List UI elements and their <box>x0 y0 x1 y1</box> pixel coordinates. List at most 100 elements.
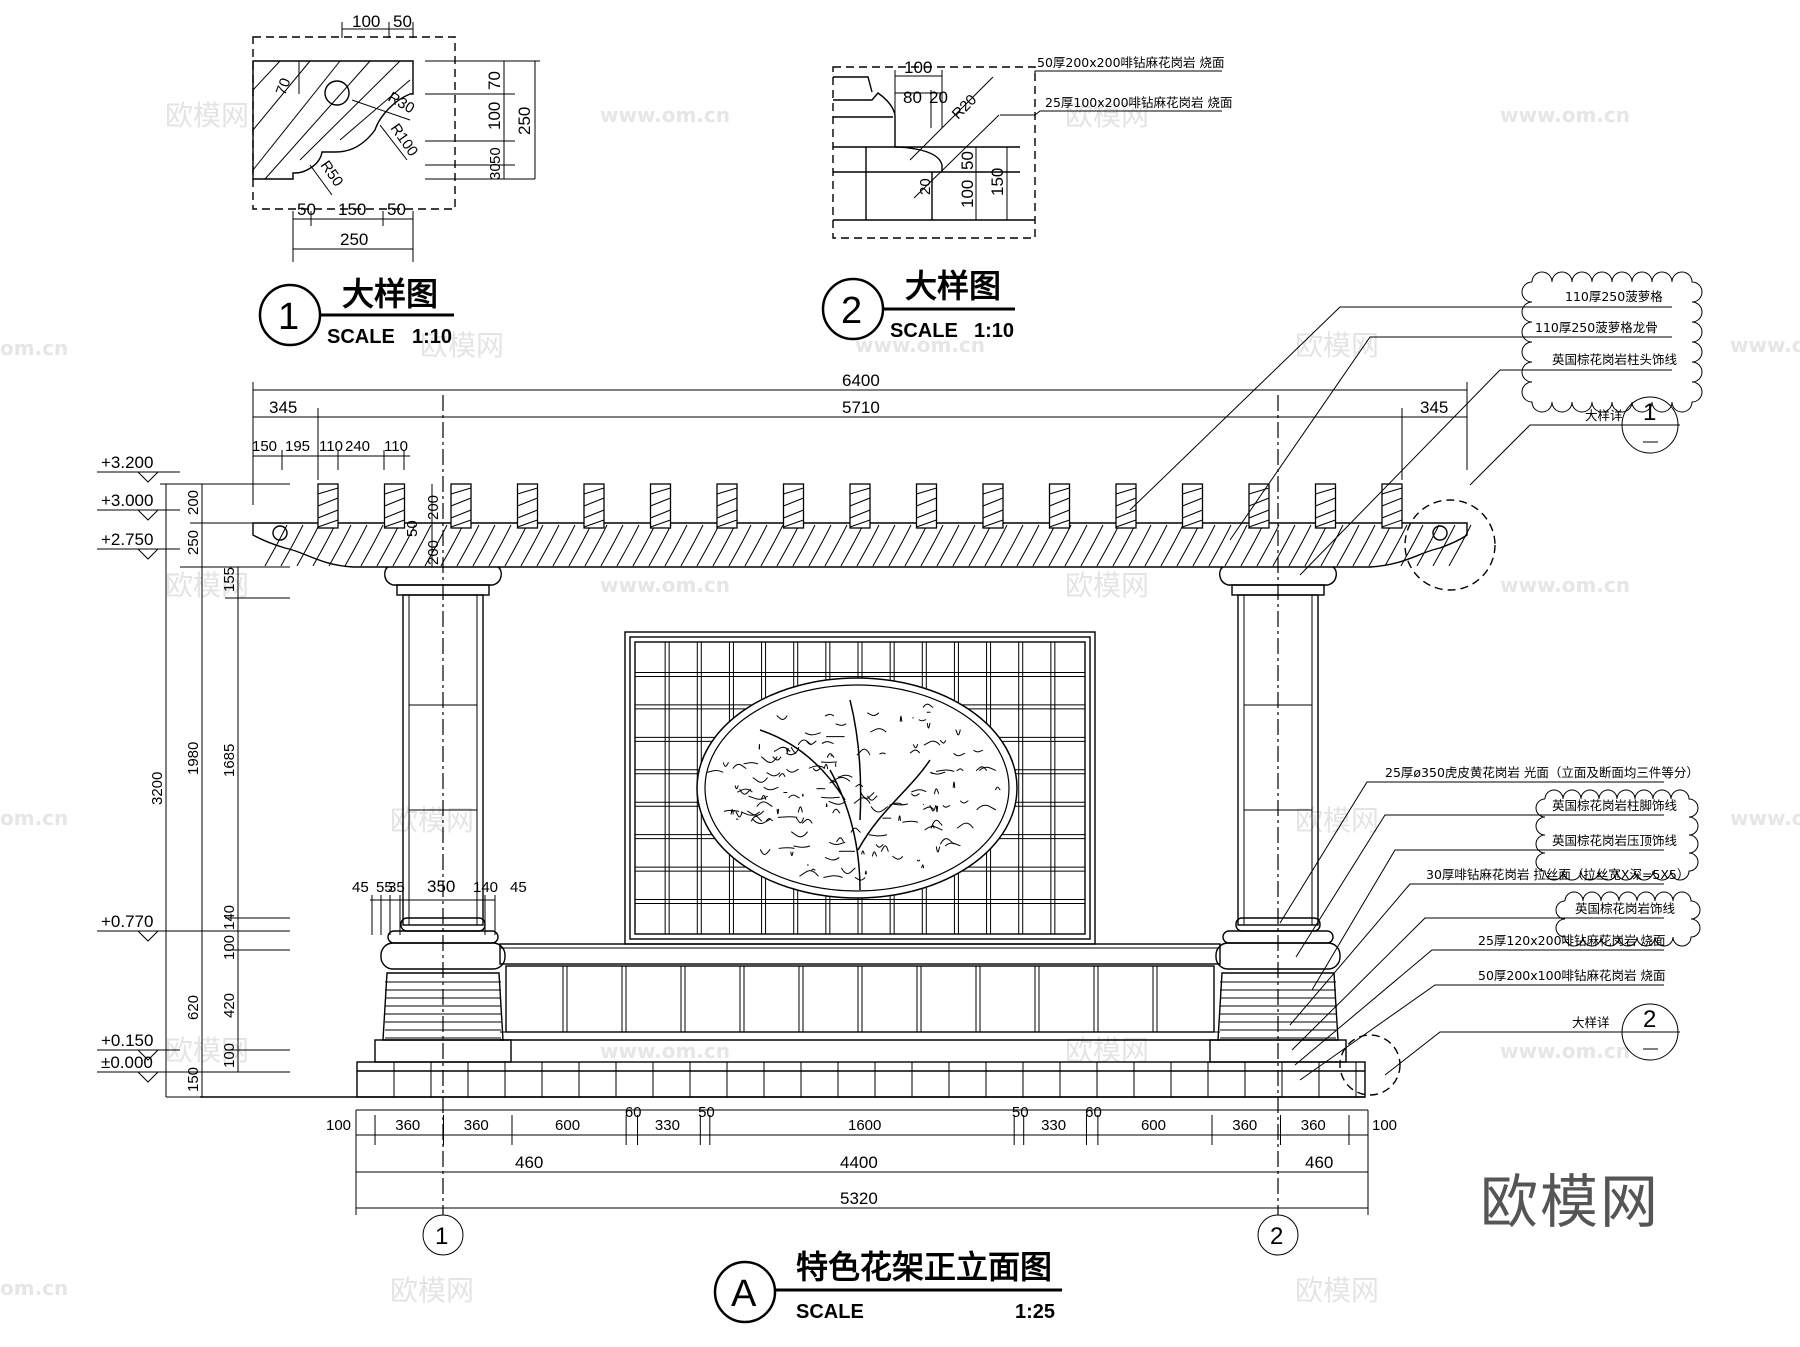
detail-1-number: 1 <box>278 296 299 338</box>
relief-stroke <box>786 747 789 753</box>
watermark: 欧模网 <box>420 329 504 362</box>
grain-line <box>1352 524 1376 567</box>
dim-label: 360 <box>1301 1117 1326 1134</box>
paving-joints <box>393 1062 1357 1097</box>
detail-callout-2 <box>1339 1034 1401 1096</box>
dim-label: 45 <box>510 879 527 896</box>
elevation-bubble <box>713 1260 777 1324</box>
relief-stroke <box>955 729 961 736</box>
detail-1: 100 50 70 100 30 50 250 70 R30 R100 R50 … <box>252 12 540 348</box>
dim-label: 620 <box>185 995 202 1020</box>
relief-stroke <box>978 766 997 772</box>
relief-stroke <box>975 766 988 772</box>
dim-label: 140 <box>221 905 238 930</box>
grain-line <box>696 524 720 567</box>
dim-label: 600 <box>1141 1117 1166 1134</box>
relief-stroke <box>826 753 835 758</box>
relief-stroke <box>788 794 800 799</box>
relief-stroke <box>790 851 794 857</box>
relief-stroke <box>734 785 739 790</box>
relief-stroke <box>923 806 935 811</box>
grain-line <box>728 524 752 567</box>
axis-bubbles: 1 2 <box>422 1214 1299 1256</box>
relief-stroke <box>777 816 798 818</box>
relief-stroke <box>922 703 934 709</box>
material-note: 110厚250菠萝格 <box>1565 289 1663 304</box>
rafter-grain <box>1315 487 1336 528</box>
relief-stroke <box>821 796 840 799</box>
dim-label: 50 <box>1012 1104 1029 1121</box>
detail-ref-number: 1 <box>1643 399 1656 426</box>
relief-stroke <box>942 804 951 808</box>
dim-label: 150 <box>988 168 1007 196</box>
detail-1-scale-value: 1:10 <box>412 326 452 348</box>
relief-stroke <box>973 749 984 753</box>
relief-stroke <box>746 810 765 816</box>
relief-stroke <box>939 838 955 845</box>
rafter-grain <box>317 487 339 528</box>
material-note: 英国棕花岗岩饰线 <box>1575 901 1676 916</box>
dim-label: 100 <box>221 1043 238 1068</box>
grain-line <box>424 524 448 567</box>
relief-stroke <box>898 815 901 822</box>
grain-line <box>456 524 480 567</box>
rafter-grain <box>1049 487 1070 528</box>
grain-line <box>600 524 624 567</box>
grain-line <box>1064 524 1088 567</box>
dim-label: 100 <box>958 180 977 208</box>
relief-stroke <box>935 805 939 813</box>
rafter-grain <box>517 487 538 528</box>
relief-stroke <box>909 749 921 754</box>
dim-label: 150 <box>185 1067 202 1092</box>
watermark-url: www.om.cn <box>855 333 985 357</box>
grain-line <box>808 524 832 567</box>
dim-label: 330 <box>655 1117 680 1134</box>
relief-stroke <box>935 769 955 772</box>
relief-stroke <box>735 818 739 821</box>
dim-label: 50 <box>387 200 406 219</box>
dim-label: 60 <box>625 1104 642 1121</box>
radius-label: R20 <box>949 91 980 122</box>
dim-label: 50 <box>958 151 977 170</box>
beam-end-bolt <box>272 525 288 541</box>
level-triangle <box>137 509 159 521</box>
grain-line <box>1032 524 1056 567</box>
level-label: +2.750 <box>101 530 153 549</box>
relief-stroke <box>880 845 889 852</box>
relief-stroke <box>864 870 867 875</box>
detail-2-number: 2 <box>841 290 862 332</box>
relief-stroke <box>799 870 819 877</box>
dim-label: 50 <box>404 520 421 537</box>
dim-label: 345 <box>269 398 297 417</box>
relief-stroke <box>959 800 969 804</box>
detail-ref-sheet: — <box>1643 433 1658 450</box>
elevation-notes-bottom: 25厚ø350虎皮黄花岗岩 光面（立面及断面均三件等分） 英国棕花岗岩柱脚饰线 … <box>1279 765 1701 1081</box>
relief-stroke <box>869 728 887 733</box>
grain-line <box>1384 524 1408 567</box>
dim-label: 6400 <box>842 371 880 390</box>
dim-label: 350 <box>427 877 455 896</box>
relief-stroke <box>797 806 803 813</box>
watermark-url: om.cn <box>0 1276 68 1300</box>
watermark: 欧模网 <box>165 99 249 132</box>
relief-stroke <box>837 774 853 778</box>
tree-relief-medallion <box>696 677 1018 899</box>
detail-callout-1 <box>1404 499 1496 591</box>
detail-1-boundary <box>252 36 456 210</box>
level-label: +0.770 <box>101 912 153 931</box>
grain-line <box>1144 524 1168 567</box>
grain-line <box>376 524 400 567</box>
dim-label: 200 <box>425 495 442 520</box>
relief-stroke <box>760 756 778 764</box>
relief-stroke <box>853 797 871 804</box>
grain-line <box>1304 524 1328 567</box>
relief-stroke <box>811 868 816 871</box>
seat-coping <box>499 943 1221 965</box>
elevation-scale-value: 1:25 <box>1015 1301 1055 1323</box>
relief-stroke <box>929 804 937 812</box>
relief-stroke <box>933 788 940 795</box>
dim-label: 140 <box>473 879 498 896</box>
grain-line <box>344 524 368 567</box>
relief-stroke <box>994 786 1001 791</box>
elevation-levels: +3.200 +3.000 +2.750 +0.770 +0.150 ±0.00… <box>97 453 180 1083</box>
